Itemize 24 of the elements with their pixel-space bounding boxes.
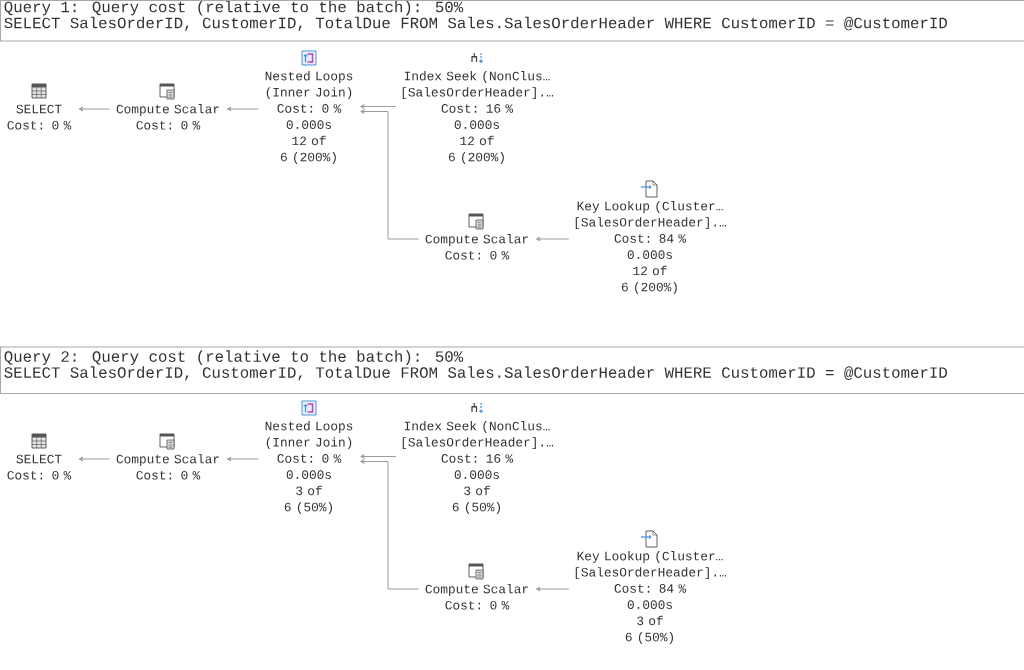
operator-label: Compute Scalar Cost: 0 %: [425, 584, 528, 610]
operator-label: Index Seek (NonClus… [SalesOrderHeader].… Cost: 16 % 0.000s 12 of 6 (200%): [402, 71, 554, 164]
arrow: [78, 456, 111, 462]
operator-label: Nested Loops (Inner Join) Cost: 0 % 0.000s 12 of 6 (200%): [265, 71, 353, 164]
operator-label: Compute Scalar Cost: 0 %: [425, 234, 528, 260]
arrow: [535, 236, 570, 242]
arrow: [360, 104, 397, 109]
operator-label: Nested Loops (Inner Join) Cost: 0 % 0.000s 3 of 6 (50%): [265, 421, 353, 514]
arrow: [360, 459, 420, 590]
arrow: [226, 106, 259, 112]
arrow: [78, 106, 111, 112]
operator-label: SELECT Cost: 0 %: [7, 104, 72, 130]
query-header: Query 2: Query cost (relative to the batch): 50% SELECT SalesOrderID, CustomerID, TotalDue FROM Sales.SalesOrderHeader WHERE CustomerID = @CustomerID: [0, 346, 1024, 395]
arrow: [360, 454, 397, 459]
arrow: [226, 456, 259, 462]
operator-label: Index Seek (NonClus… [SalesOrderHeader].… Cost: 16 % 0.000s 3 of 6 (50%): [402, 421, 554, 514]
operator-label: Compute Scalar Cost: 0 %: [116, 104, 219, 130]
operator-label: Key Lookup (Cluster… [SalesOrderHeader].… Cost: 84 % 0.000s 3 of 6 (50%): [575, 551, 727, 644]
arrow: [535, 586, 570, 592]
query-header: Query 1: Query cost (relative to the batch): 50% SELECT SalesOrderID, CustomerID, TotalDue FROM Sales.SalesOrderHeader WHERE CustomerID = @CustomerID: [0, 0, 1024, 42]
operator-label: Compute Scalar Cost: 0 %: [116, 454, 219, 480]
operator-label: SELECT Cost: 0 %: [7, 454, 72, 480]
operator-label: Key Lookup (Cluster… [SalesOrderHeader].… Cost: 84 % 0.000s 12 of 6 (200%): [575, 201, 727, 294]
arrow: [360, 109, 420, 240]
